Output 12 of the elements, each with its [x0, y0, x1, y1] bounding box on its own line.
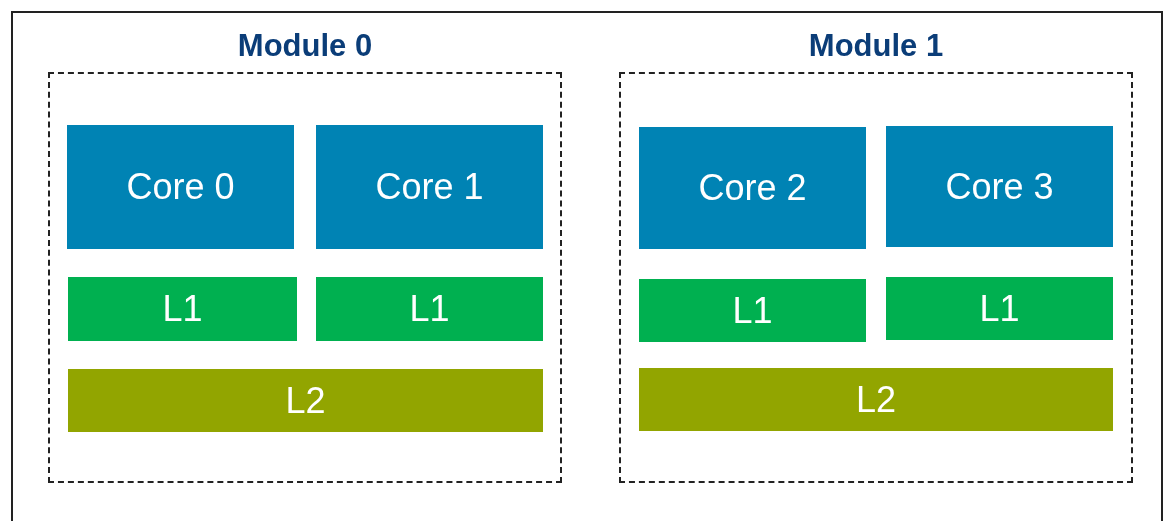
l1-cache-block: L1 — [639, 279, 866, 342]
l1-cache-block: L1 — [316, 277, 543, 341]
l1-cache-block: L1 — [886, 277, 1113, 340]
core-block: Core 3 — [886, 126, 1113, 247]
module-title: Module 0 — [236, 28, 374, 64]
core-block: Core 2 — [639, 127, 866, 249]
l2-cache-block: L2 — [68, 369, 543, 432]
core-block: Core 0 — [67, 125, 294, 249]
core-block: Core 1 — [316, 125, 543, 249]
l2-cache-block: L2 — [639, 368, 1113, 431]
l1-cache-block: L1 — [68, 277, 297, 341]
module-title: Module 1 — [807, 28, 945, 64]
